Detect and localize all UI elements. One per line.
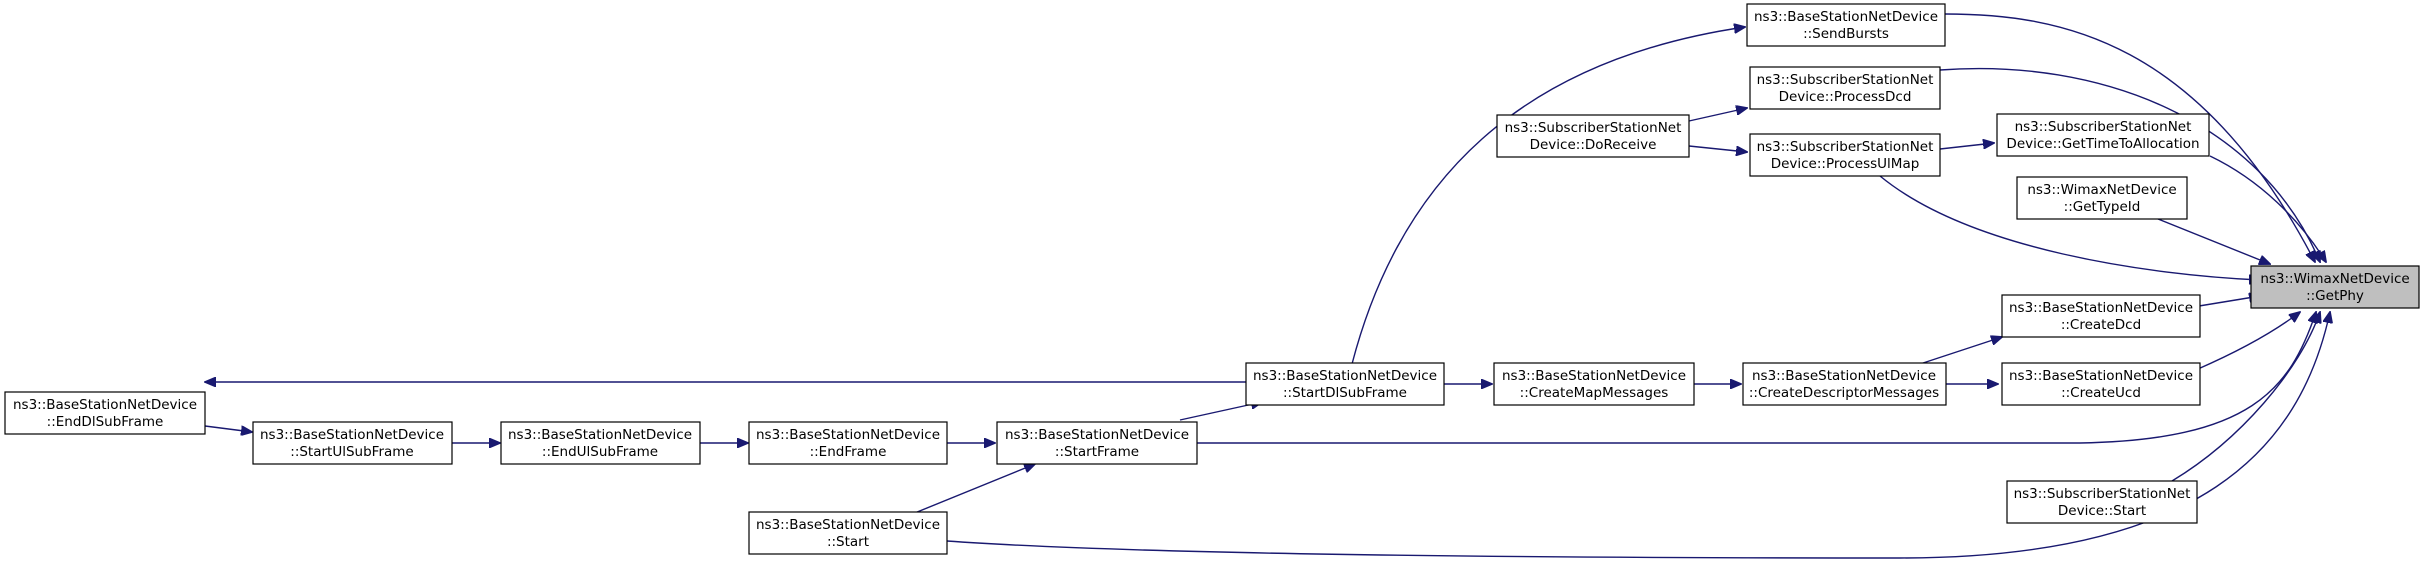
- node-basestation-start[interactable]: ns3::BaseStationNetDevice ::Start: [748, 511, 948, 555]
- node-label-line2: ::EndFrame: [810, 444, 887, 460]
- node-basestation-enddlsubframe[interactable]: ns3::BaseStationNetDevice ::EndDlSubFram…: [4, 391, 206, 435]
- node-label-line2: Device::Start: [2058, 503, 2146, 519]
- node-label-line1: ns3::BaseStationNetDevice: [508, 427, 692, 443]
- edge-doreceive-to-processdcd: [1688, 108, 1747, 122]
- node-label-line2: ::EndUlSubFrame: [542, 444, 658, 460]
- node-label-line2: Device::GetTimeToAllocation: [2006, 136, 2199, 152]
- edge-bsstart-to-getphy: [946, 312, 2330, 559]
- node-label-line1: ns3::SubscriberStationNet: [2014, 486, 2191, 502]
- node-basestation-createdescriptormessages[interactable]: ns3::BaseStationNetDevice ::CreateDescri…: [1742, 362, 1947, 406]
- node-subscriberstation-processulmap[interactable]: ns3::SubscriberStationNet Device::Proces…: [1749, 133, 1941, 177]
- node-label-line1: ns3::BaseStationNetDevice: [756, 427, 940, 443]
- node-label-line2: Device::ProcessUlMap: [1771, 156, 1920, 172]
- edges-layer: [204, 13, 2330, 559]
- node-label-line1: ns3::BaseStationNetDevice: [1005, 427, 1189, 443]
- edge-startdlsubframe-to-sendbursts: [1351, 27, 1745, 365]
- edge-bsstart-to-startframe: [899, 464, 1035, 520]
- edge-createdcd-to-getphy: [2198, 296, 2260, 307]
- node-basestation-createdcd[interactable]: ns3::BaseStationNetDevice ::CreateDcd: [2001, 294, 2201, 338]
- node-label-line1: ns3::WimaxNetDevice: [2027, 182, 2176, 198]
- node-label-line1: ns3::BaseStationNetDevice: [756, 517, 940, 533]
- node-subscriberstation-gettimetoallocation[interactable]: ns3::SubscriberStationNet Device::GetTim…: [1996, 113, 2210, 157]
- node-label-line1: ns3::WimaxNetDevice: [2260, 271, 2409, 287]
- node-label-line2: ::CreateMapMessages: [1520, 385, 1669, 401]
- node-basestation-startulsubframe[interactable]: ns3::BaseStationNetDevice ::StartUlSubFr…: [252, 421, 453, 465]
- node-label-line1: ns3::BaseStationNetDevice: [1253, 368, 1437, 384]
- node-label-line2: ::CreateDcd: [2061, 317, 2141, 333]
- node-label-line2: ::StartUlSubFrame: [290, 444, 413, 460]
- node-basestation-sendbursts[interactable]: ns3::BaseStationNetDevice ::SendBursts: [1746, 3, 1946, 47]
- node-label-line1: ns3::BaseStationNetDevice: [2009, 300, 2193, 316]
- node-label-line1: ns3::BaseStationNetDevice: [1754, 9, 1938, 25]
- node-wimaxnetdevice-getphy[interactable]: ns3::WimaxNetDevice ::GetPhy: [2250, 265, 2420, 309]
- node-label-line2: ::GetTypeId: [2064, 199, 2141, 215]
- node-label-line1: ns3::SubscriberStationNet: [1757, 72, 1934, 88]
- edge-sendbursts-to-getphy: [1944, 13, 2315, 262]
- edge-processulmap-to-gettimetoallocation: [1939, 143, 1994, 150]
- node-label-line1: ns3::BaseStationNetDevice: [1502, 368, 1686, 384]
- node-label-line2: Device::ProcessDcd: [1779, 89, 1912, 105]
- node-label-line2: ::Start: [827, 534, 869, 550]
- node-label-line2: ::SendBursts: [1803, 26, 1889, 42]
- edge-gettimetoallocation-to-getphy: [2209, 155, 2326, 262]
- node-label-line1: ns3::BaseStationNetDevice: [2009, 368, 2193, 384]
- edge-processdcd-to-getphy: [1939, 67, 2320, 262]
- node-subscriberstation-processdcd[interactable]: ns3::SubscriberStationNet Device::Proces…: [1749, 66, 1941, 110]
- node-subscriberstation-doreceive[interactable]: ns3::SubscriberStationNet Device::DoRece…: [1496, 114, 1690, 158]
- node-label-line2: Device::DoReceive: [1530, 137, 1657, 153]
- node-basestation-endulsubframe[interactable]: ns3::BaseStationNetDevice ::EndUlSubFram…: [500, 421, 701, 465]
- node-basestation-createucd[interactable]: ns3::BaseStationNetDevice ::CreateUcd: [2001, 362, 2201, 406]
- node-label-line2: ::CreateDescriptorMessages: [1749, 385, 1939, 401]
- node-basestation-startdlsubframe[interactable]: ns3::BaseStationNetDevice ::StartDlSubFr…: [1245, 362, 1445, 406]
- node-label-line2: ::StartDlSubFrame: [1283, 385, 1407, 401]
- node-basestation-startframe[interactable]: ns3::BaseStationNetDevice ::StartFrame: [996, 421, 1198, 465]
- edge-processulmap-to-getphy: [1879, 175, 2260, 280]
- edge-ssstart-to-getphy: [2171, 312, 2320, 482]
- node-wimaxnetdevice-gettypeid[interactable]: ns3::WimaxNetDevice ::GetTypeId: [2016, 176, 2188, 220]
- node-label-line1: ns3::SubscriberStationNet: [1505, 120, 1682, 136]
- node-label-line2: ::CreateUcd: [2061, 385, 2141, 401]
- node-basestation-endframe[interactable]: ns3::BaseStationNetDevice ::EndFrame: [748, 421, 948, 465]
- node-label-line1: ns3::SubscriberStationNet: [1757, 139, 1934, 155]
- node-subscriberstation-start[interactable]: ns3::SubscriberStationNet Device::Start: [2006, 480, 2198, 524]
- node-label-line1: ns3::BaseStationNetDevice: [13, 397, 197, 413]
- node-label-line2: ::EndDlSubFrame: [47, 414, 164, 430]
- edge-gettypeid-to-getphy: [2157, 218, 2270, 264]
- edge-enddlsubframe-to-startulsubframe: [204, 425, 252, 432]
- node-label-line2: ::GetPhy: [2306, 288, 2364, 304]
- node-label-line1: ns3::SubscriberStationNet: [2015, 119, 2192, 135]
- node-label-line1: ns3::BaseStationNetDevice: [1752, 368, 1936, 384]
- node-label-line2: ::StartFrame: [1055, 444, 1139, 460]
- node-label-line1: ns3::BaseStationNetDevice: [260, 427, 444, 443]
- node-basestation-createmapmessages[interactable]: ns3::BaseStationNetDevice ::CreateMapMes…: [1493, 362, 1695, 406]
- nodes-layer: ns3::WimaxNetDevice ::GetPhy ns3::BaseSt…: [4, 3, 2420, 555]
- edge-createdescriptormessages-to-createdcd: [1919, 337, 2002, 365]
- edge-createucd-to-getphy: [2197, 312, 2300, 370]
- edge-doreceive-to-processulmap: [1688, 145, 1747, 152]
- edge-startframe-to-getphy: [1197, 312, 2316, 444]
